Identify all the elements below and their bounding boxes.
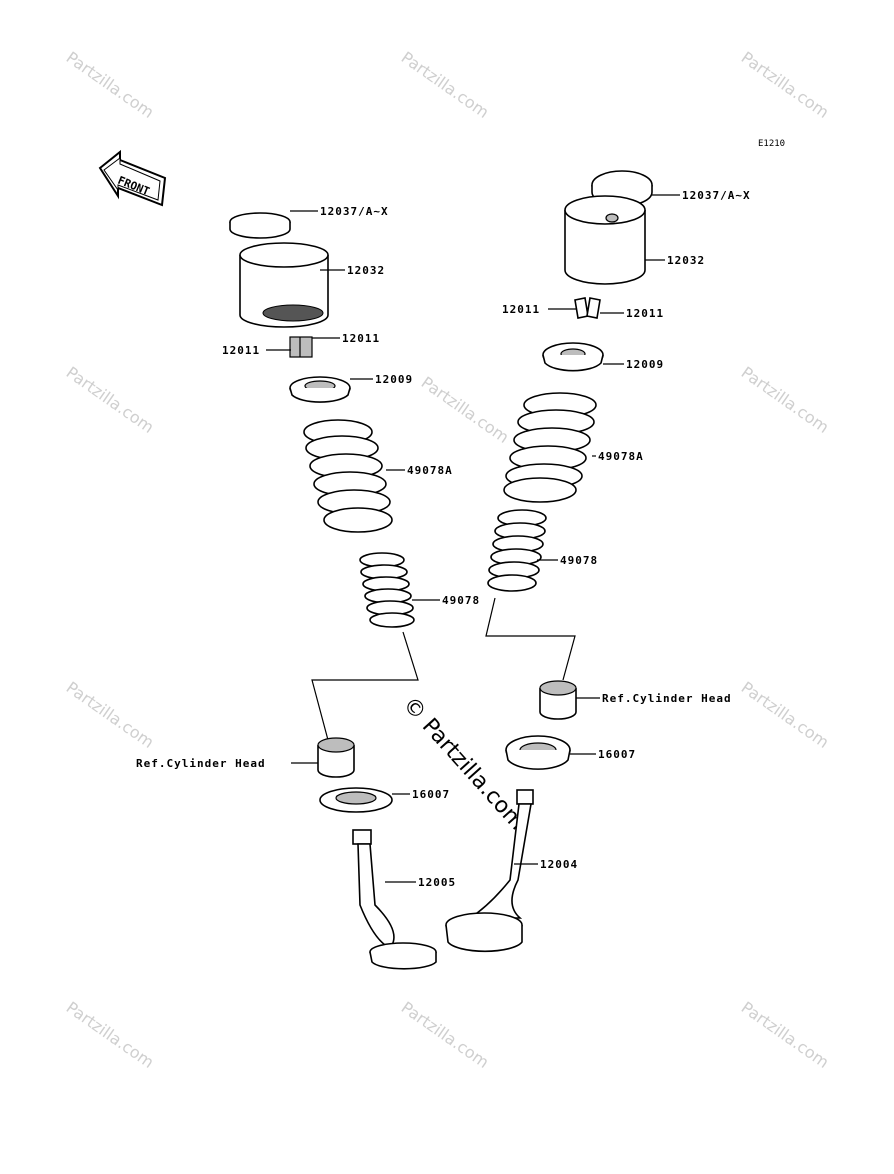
right-lifter [564,195,646,285]
label-right-keeper-b: 12011 [626,307,664,320]
label-left-retainer: 12009 [375,373,413,386]
left-lifter [239,242,329,328]
watermark: Partzilla.com [63,678,158,752]
label-left-keeper-a: 12011 [342,332,380,345]
left-valve-guide [317,737,355,778]
label-right-ref-head: Ref.Cylinder Head [602,692,732,705]
label-left-valve: 12005 [418,876,456,889]
main-watermark: © Partzilla.com [398,692,530,835]
right-valve-guide [539,680,577,720]
left-valve-assembly [229,212,437,970]
watermark: Partzilla.com [398,48,493,122]
right-valve [445,789,534,953]
watermark: Partzilla.com [398,998,493,1072]
left-outer-spring [303,419,393,533]
label-left-lifter: 12032 [347,264,385,277]
watermark: Partzilla.com [738,363,833,437]
right-keepers [574,297,601,319]
label-right-inner-spring: 49078 [560,554,598,567]
label-left-keeper-b: 12011 [222,344,260,357]
watermark: Partzilla.com [738,678,833,752]
label-right-outer-spring: 49078A [598,450,644,463]
left-shim [229,212,291,239]
label-left-inner-spring: 49078 [442,594,480,607]
label-right-valve: 12004 [540,858,578,871]
watermark: Partzilla.com [738,998,833,1072]
watermark: Partzilla.com [63,48,158,122]
left-labels: 12037/A~X 12032 12011 12011 12009 49078A… [136,205,480,889]
right-retainer [542,342,604,372]
label-right-lifter: 12032 [667,254,705,267]
right-valve-assembly [445,170,653,953]
right-labels: 12037/A~X 12032 12011 12011 12009 49078A… [502,189,751,871]
watermark: Partzilla.com [418,373,513,447]
front-arrow-icon: FRONT [98,149,167,207]
watermark: Partzilla.com [63,998,158,1072]
label-right-retainer: 12009 [626,358,664,371]
left-inner-spring [359,552,415,628]
right-outer-spring [503,392,597,503]
left-valve [352,829,437,970]
label-right-keeper-a: 12011 [502,303,540,316]
svg-text:© Partzilla.com: © Partzilla.com [398,692,530,835]
left-seal [319,787,393,813]
right-inner-spring [487,509,547,592]
label-left-outer-spring: 49078A [407,464,453,477]
label-left-ref-head: Ref.Cylinder Head [136,757,266,770]
right-seal [505,735,571,770]
label-left-seal: 16007 [412,788,450,801]
watermark: Partzilla.com [738,48,833,122]
label-left-shim: 12037/A~X [320,205,389,218]
left-keepers [289,336,313,358]
watermark: Partzilla.com [63,363,158,437]
label-right-shim: 12037/A~X [682,189,751,202]
left-retainer [289,376,351,403]
diagram-code: E1210 [758,139,785,149]
label-right-seal: 16007 [598,748,636,761]
